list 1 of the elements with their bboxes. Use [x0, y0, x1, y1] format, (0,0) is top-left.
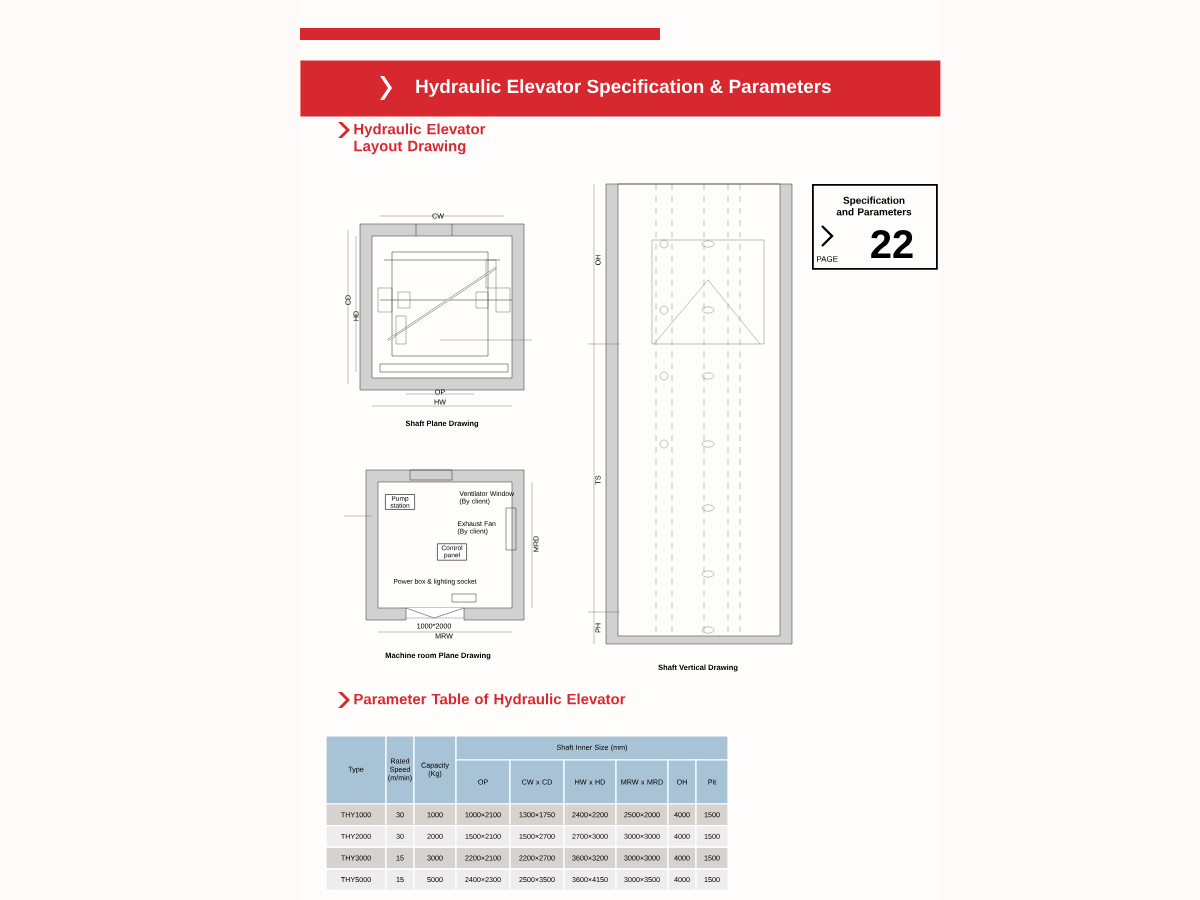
title-band: Hydraulic Elevator Specification & Parameters [300, 60, 941, 117]
